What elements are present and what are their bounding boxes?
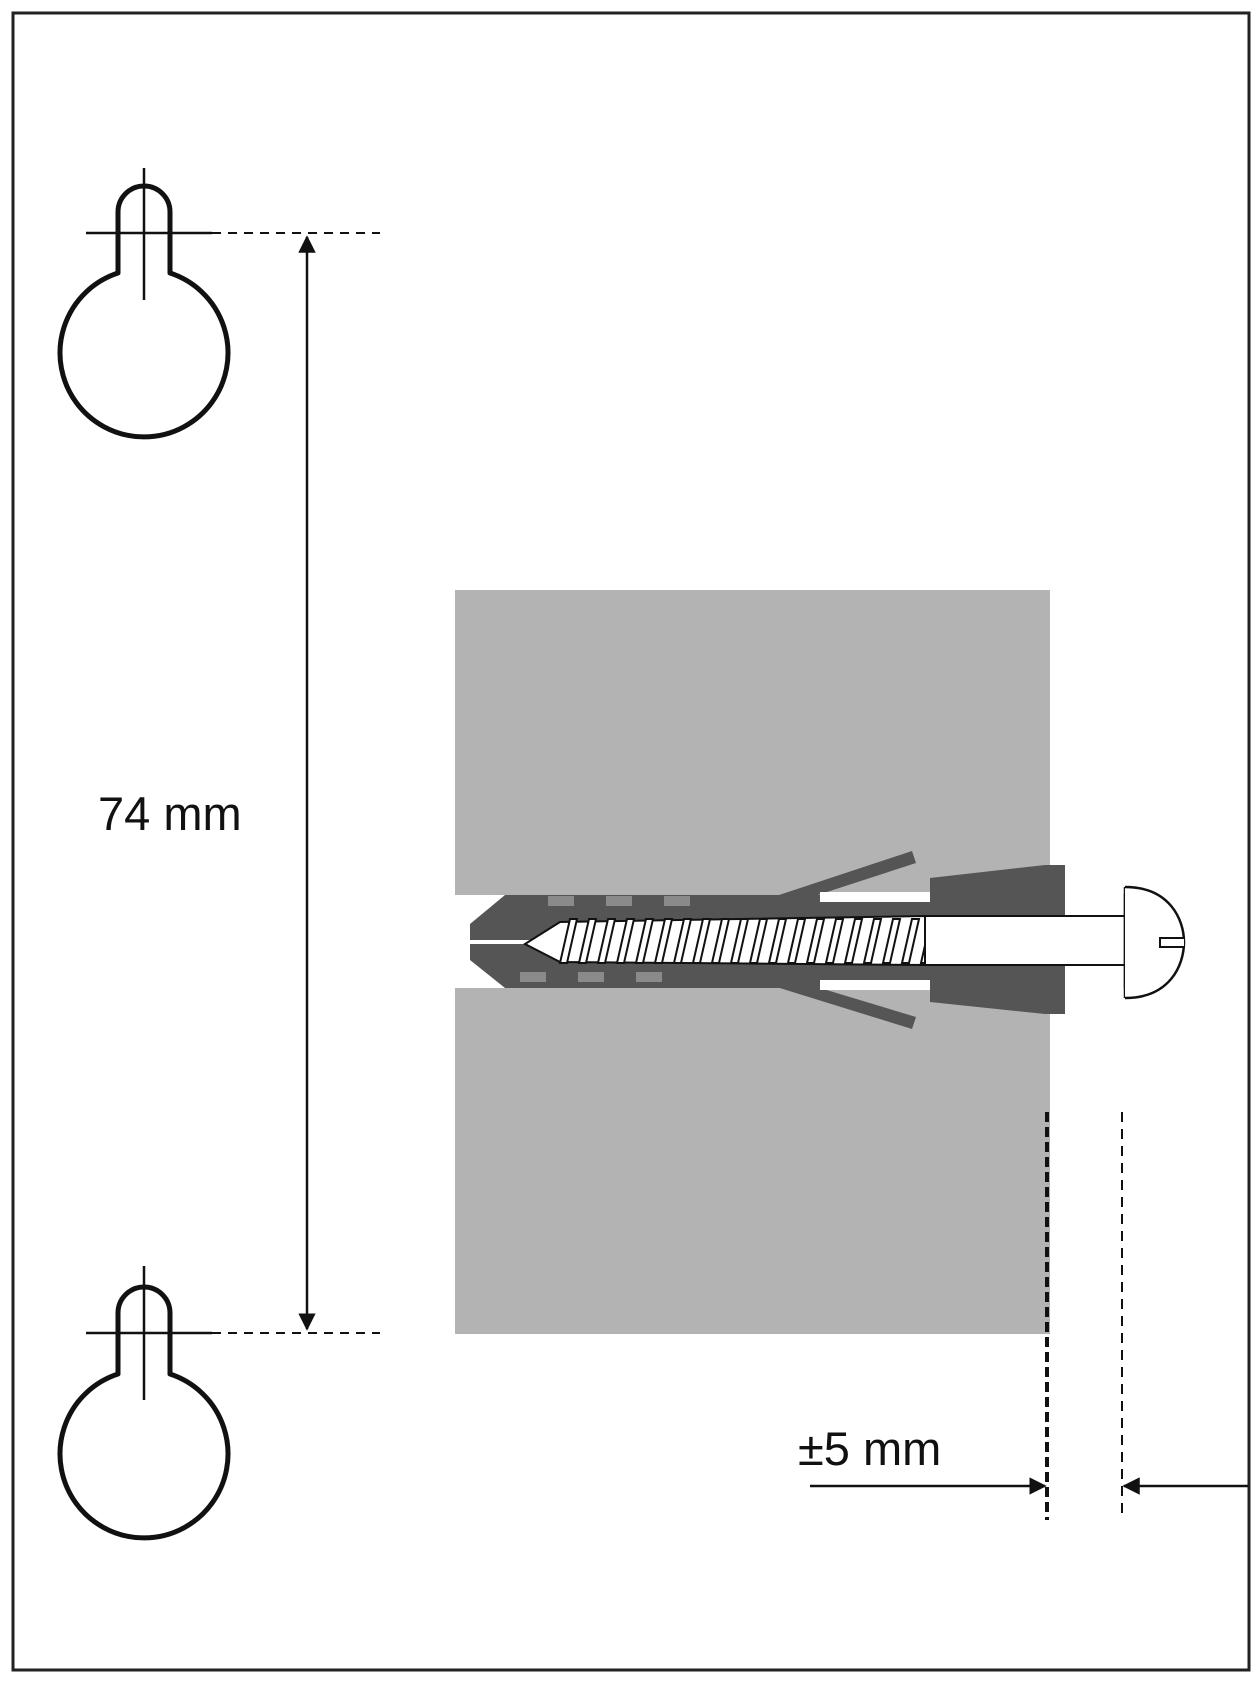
screw-thread xyxy=(862,918,883,964)
screw-thread xyxy=(805,918,826,964)
screw-thread xyxy=(710,918,731,964)
screw-thread xyxy=(558,918,579,964)
screw-thread xyxy=(843,918,864,964)
screw-thread xyxy=(824,918,845,964)
wall-section xyxy=(455,590,1050,1334)
screw-thread xyxy=(596,918,617,964)
screw-thread xyxy=(881,918,902,964)
keyhole-top-icon xyxy=(57,168,231,440)
screw-thread xyxy=(672,918,693,964)
screw-threads xyxy=(558,918,940,964)
screw-thread xyxy=(653,918,674,964)
spacing-label: 74 mm xyxy=(98,787,242,840)
screw-thread xyxy=(615,918,636,964)
screw-thread xyxy=(577,918,598,964)
screw-thread xyxy=(691,918,712,964)
offset-label: ±5 mm xyxy=(798,1422,941,1475)
screw-icon xyxy=(522,885,1186,1000)
screw-thread xyxy=(900,918,921,964)
keyhole-bottom-icon xyxy=(57,1266,231,1541)
screw-thread xyxy=(786,918,807,964)
screw-thread xyxy=(748,918,769,964)
screw-thread xyxy=(634,918,655,964)
screw-thread xyxy=(729,918,750,964)
screw-thread xyxy=(767,918,788,964)
